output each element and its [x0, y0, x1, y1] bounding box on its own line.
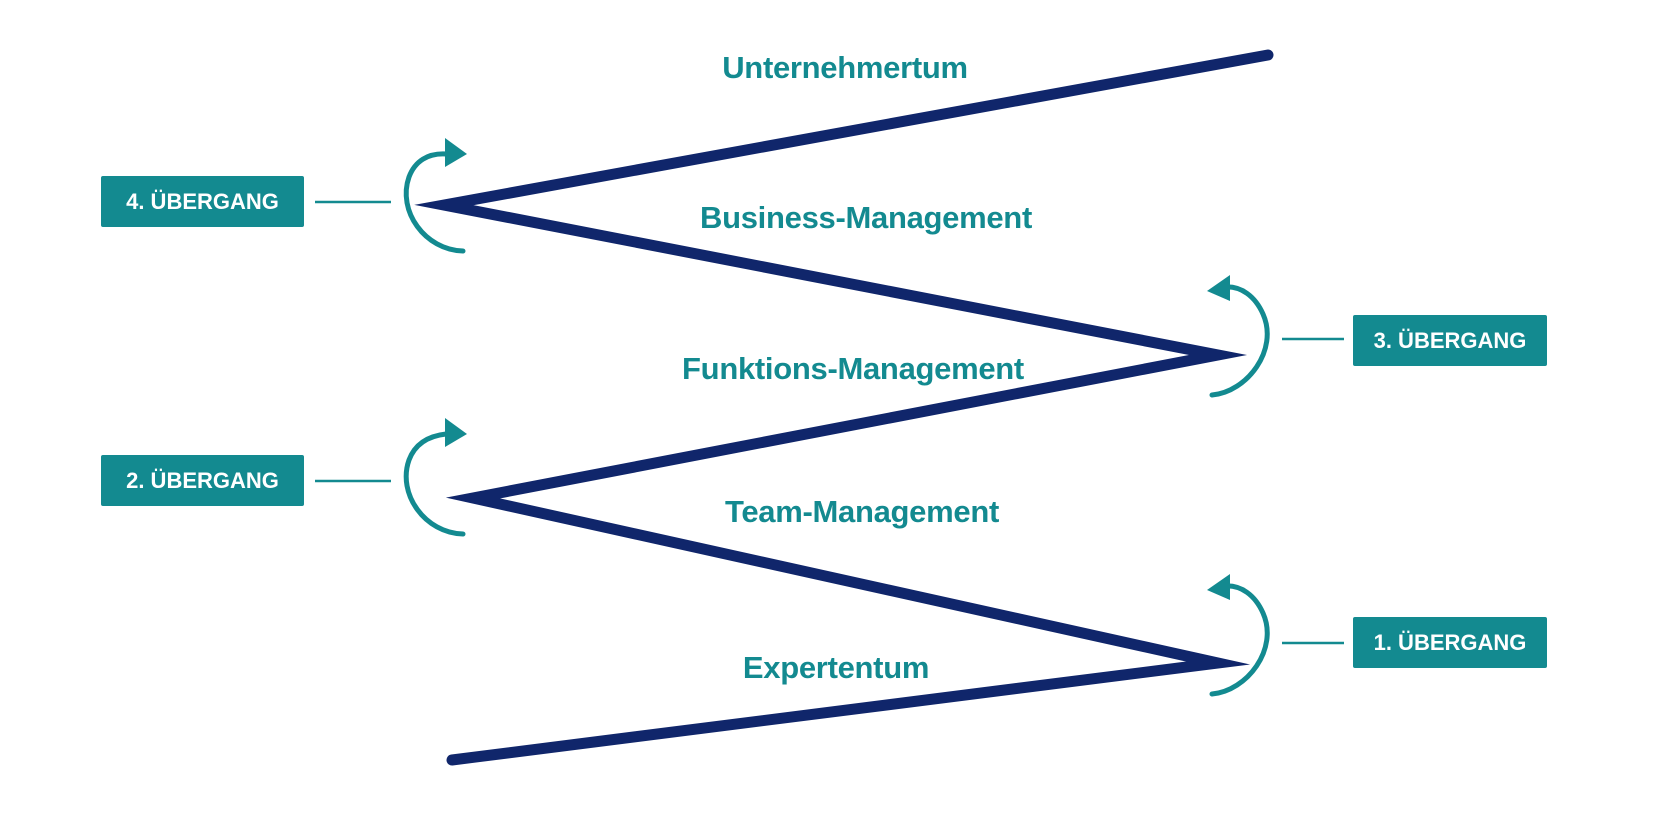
transition-box-4: 4. ÜBERGANG	[101, 176, 304, 227]
transition-1-arrow-icon	[1207, 574, 1270, 697]
transition-box-1: 1. ÜBERGANG	[1353, 617, 1547, 668]
career-path-line	[414, 49, 1274, 766]
transition-box-3: 3. ÜBERGANG	[1353, 315, 1547, 366]
level-label-unternehmertum: Unternehmertum	[722, 50, 968, 85]
transition-4-arrow-icon	[403, 138, 467, 254]
transition-box-2: 2. ÜBERGANG	[101, 455, 304, 506]
transition-3-arrow-icon	[1207, 275, 1270, 398]
level-label-team-management: Team-Management	[725, 494, 999, 529]
level-label-funktions-management: Funktions-Management	[682, 351, 1024, 386]
level-label-business-management: Business-Management	[700, 200, 1032, 235]
level-label-expertentum: Expertentum	[742, 650, 930, 685]
transition-2-arrow-icon	[403, 418, 467, 537]
